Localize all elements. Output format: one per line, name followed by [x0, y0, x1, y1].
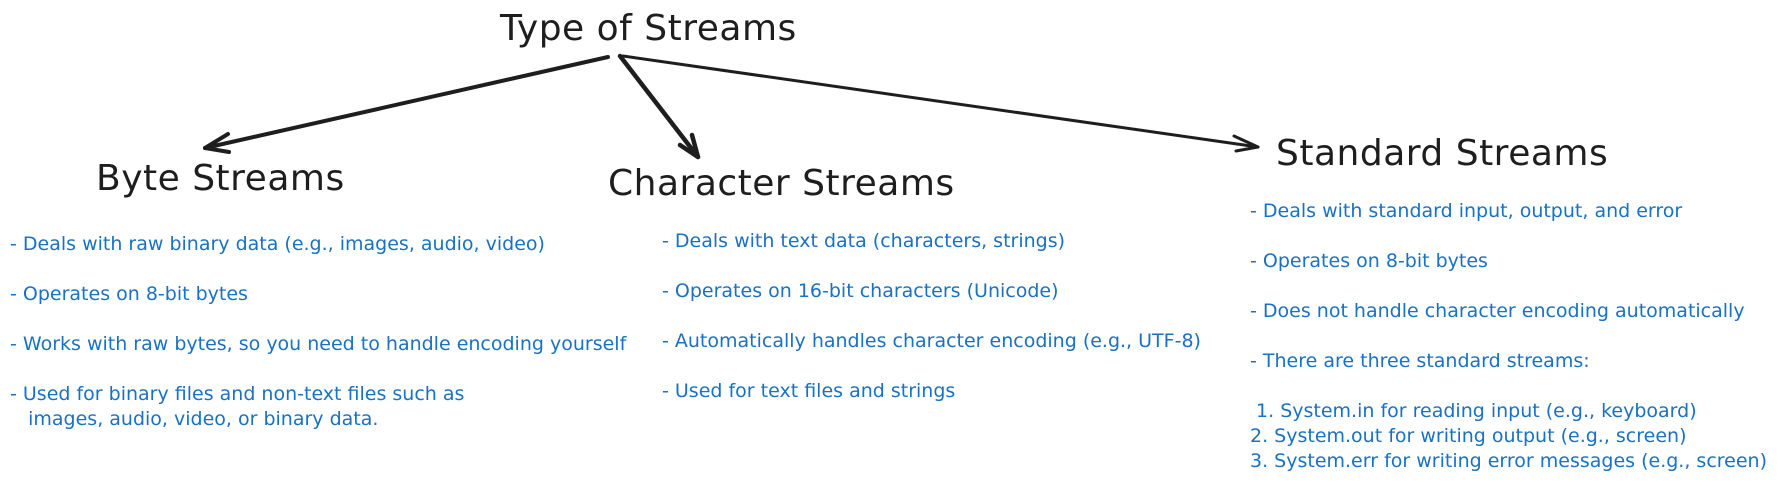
- standard-streams-sublist: 1. System.in for reading input (e.g., ke…: [1250, 399, 1767, 474]
- list-item: - There are three standard streams:: [1250, 350, 1590, 372]
- byte-streams-title: Byte Streams: [96, 158, 345, 199]
- list-item: - Operates on 8-bit bytes: [10, 283, 248, 305]
- standard-streams-list: - Deals with standard input, output, and…: [1250, 199, 1745, 399]
- character-streams-title: Character Streams: [608, 163, 955, 204]
- sub-list-item: 3. System.err for writing error messages…: [1250, 450, 1767, 472]
- byte-streams-list: - Deals with raw binary data (e.g., imag…: [10, 232, 626, 457]
- arrow-to-standard-streams: [621, 54, 1260, 153]
- list-item-continuation: images, audio, video, or binary data.: [10, 408, 379, 430]
- arrow-to-character-streams: [617, 53, 701, 160]
- list-item: - Automatically handles character encodi…: [662, 330, 1201, 352]
- character-streams-list: - Deals with text data (characters, stri…: [662, 229, 1201, 429]
- list-item: - Does not handle character encoding aut…: [1250, 300, 1745, 322]
- standard-streams-title: Standard Streams: [1276, 133, 1609, 174]
- list-item: - Used for binary files and non-text fil…: [10, 383, 465, 405]
- list-item: - Deals with text data (characters, stri…: [662, 230, 1066, 252]
- list-item: - Operates on 8-bit bytes: [1250, 250, 1488, 272]
- list-item: - Operates on 16-bit characters (Unicode…: [662, 280, 1059, 302]
- sub-list-item: 2. System.out for writing output (e.g., …: [1250, 425, 1687, 447]
- list-item: - Deals with standard input, output, and…: [1250, 200, 1683, 222]
- list-item: - Works with raw bytes, so you need to h…: [10, 333, 627, 355]
- arrow-to-byte-streams: [203, 55, 610, 154]
- list-item: - Deals with raw binary data (e.g., imag…: [10, 233, 545, 255]
- sub-list-item: 1. System.in for reading input (e.g., ke…: [1250, 400, 1697, 422]
- list-item: - Used for text files and strings: [662, 380, 956, 402]
- root-title: Type of Streams: [500, 8, 797, 49]
